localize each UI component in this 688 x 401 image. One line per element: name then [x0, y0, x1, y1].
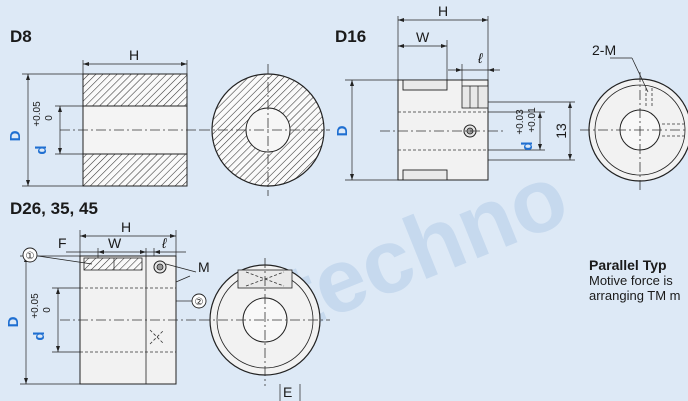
d26-dim-f: F — [58, 235, 67, 251]
d26-dim-l: ℓ — [161, 235, 167, 251]
d16-tol-lower: +0.01 — [527, 107, 538, 133]
d26-dim-h: H — [121, 219, 131, 235]
d26-dim-e: E — [283, 384, 292, 400]
d26-dim-d: d — [31, 331, 48, 340]
d8-dim-D: D — [7, 130, 24, 141]
d8-side-view — [22, 60, 200, 187]
d16-dim-D: D — [334, 125, 351, 136]
parallel-type-heading: Parallel Typ — [589, 257, 667, 273]
title-d26-35-45: D26, 35, 45 — [10, 199, 98, 218]
d26-side-view — [20, 230, 207, 385]
d26-callout-2: ② — [195, 297, 204, 308]
d26-tol-upper: +0.05 — [30, 293, 41, 319]
d26-callout-1: ① — [26, 251, 35, 262]
d16-side-view — [345, 16, 575, 181]
d16-dim-13: 13 — [553, 123, 569, 139]
d26-dim-w: W — [108, 235, 122, 251]
d8-tol-lower: 0 — [44, 115, 55, 121]
title-d16: D16 — [335, 27, 366, 46]
d26-dim-D: D — [5, 316, 22, 327]
d16-label-2m: 2-M — [592, 42, 616, 58]
d16-end-view — [580, 57, 688, 190]
d16-dim-d: d — [519, 141, 536, 150]
d26-label-m: M — [198, 259, 210, 275]
d8-dim-h: H — [129, 47, 139, 63]
d16-tol-upper: +0.03 — [515, 109, 526, 135]
d16-dim-h: H — [438, 3, 448, 19]
d26-end-view — [200, 258, 330, 401]
title-d8: D8 — [10, 27, 32, 46]
parallel-type-note: Parallel Typ Motive force is arranging T… — [589, 257, 688, 303]
parallel-type-line-2: arranging TM m — [589, 288, 681, 303]
d16-dim-w: W — [416, 29, 430, 45]
d8-tol-upper: +0.05 — [32, 101, 43, 127]
d26-tol-lower: 0 — [42, 307, 53, 313]
parallel-type-line-1: Motive force is — [589, 273, 673, 288]
d16-dim-l: ℓ — [477, 50, 483, 66]
d8-dim-d: d — [33, 145, 50, 154]
d8-end-view — [200, 64, 330, 196]
